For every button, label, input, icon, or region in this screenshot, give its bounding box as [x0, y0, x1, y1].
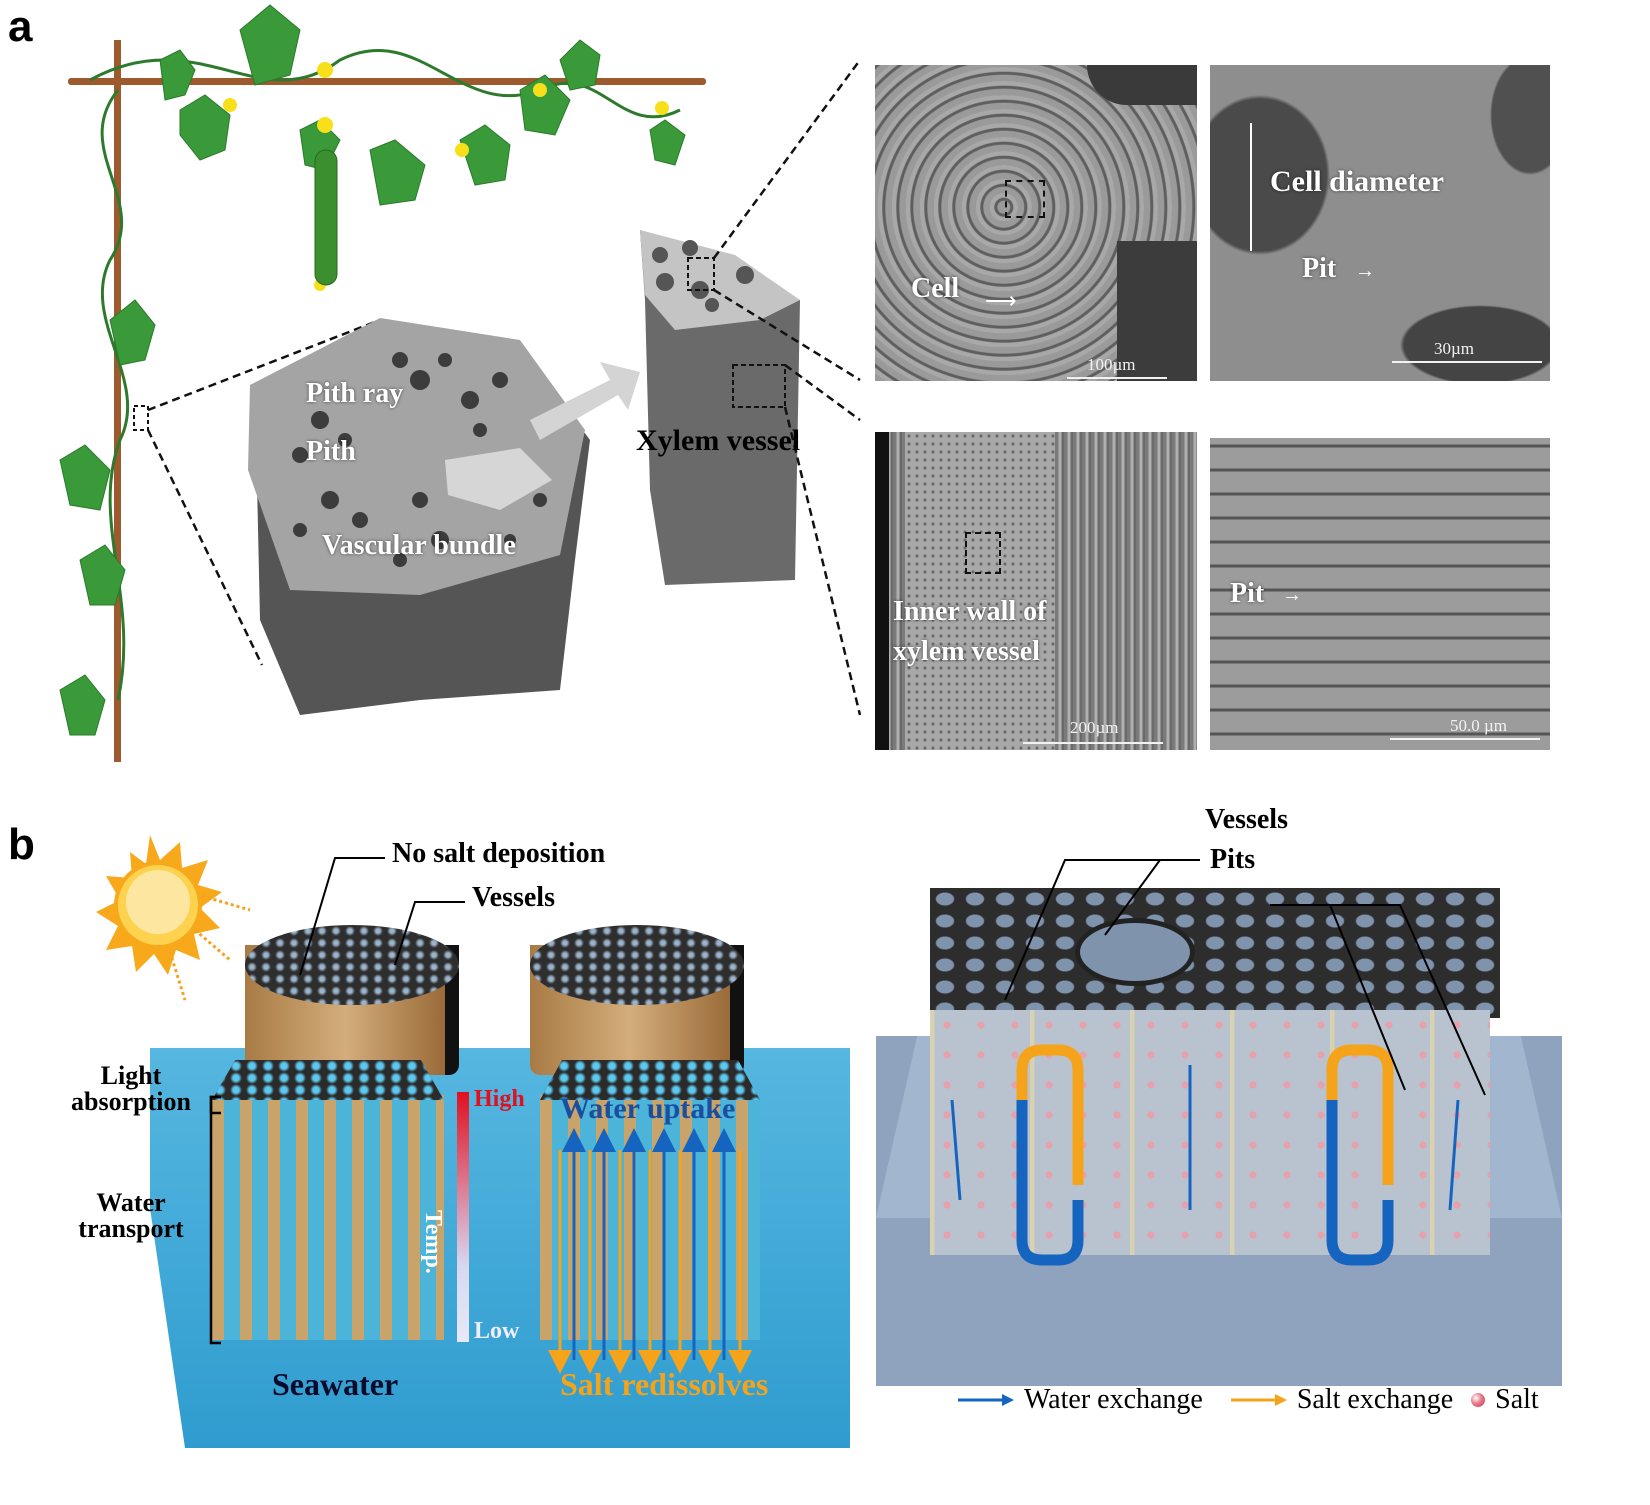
- vessels-label-right: Vessels: [1205, 804, 1288, 835]
- vascular-bundle-label: Vascular bundle: [322, 530, 516, 561]
- sem-image-cells: Cell ⟶ 100µm: [875, 65, 1197, 381]
- water-uptake-label: Water uptake: [560, 1092, 736, 1125]
- pith-label: Pith: [306, 436, 356, 467]
- water-transport-line1: Water: [96, 1188, 166, 1217]
- sem-pit-label-2: Pit: [1230, 578, 1265, 609]
- scale-200um: 200µm: [1070, 718, 1119, 737]
- no-salt-deposition-label: No salt deposition: [392, 838, 606, 869]
- temp-axis-label: Temp.: [420, 1210, 446, 1274]
- leader-lines-left: [299, 857, 465, 976]
- evaporator-left-cap: [212, 1060, 444, 1100]
- temperature-gradient-bar: [457, 1092, 469, 1342]
- legend-salt-exchange: Salt exchange: [1296, 1384, 1454, 1415]
- temp-low-label: Low: [474, 1318, 520, 1344]
- water-exchange-arrow-icon: [958, 1394, 1014, 1406]
- light-absorption-line1: Light: [100, 1061, 162, 1090]
- leader-lines-right: [1004, 859, 1486, 1096]
- panel-a-letter: a: [8, 2, 33, 51]
- seawater-label: Seawater: [272, 1366, 399, 1402]
- panel-b-letter: b: [8, 820, 35, 869]
- sem-pit-label-1: Pit: [1302, 253, 1337, 284]
- xylem-vessel-label: Xylem vessel: [636, 424, 801, 457]
- salt-particle-icon: [1471, 1393, 1486, 1407]
- legend-water-exchange: Water exchange: [1024, 1384, 1203, 1415]
- pith-ray-label: Pith ray: [306, 378, 404, 409]
- sem-image-inner-wall: Inner wall of xylem vessel 200µm: [875, 432, 1197, 750]
- cucumber-vine-illustration: [59, 4, 862, 762]
- salt-redissolves-label: Salt redissolves: [560, 1366, 769, 1402]
- inner-wall-label-line2: xylem vessel: [893, 636, 1040, 667]
- bracket: [209, 1095, 221, 1345]
- scale-30um: 30µm: [1434, 339, 1475, 358]
- vessels-label-left: Vessels: [472, 882, 555, 913]
- evaporator-right-top-face: [530, 925, 744, 1005]
- evaporator-right-cap: [540, 1060, 760, 1100]
- sem-image-pits: Pit → 50.0 µm: [1210, 438, 1550, 750]
- inner-wall-label: Inner wall of xylem vessel: [893, 592, 1047, 672]
- light-absorption-line2: absorption: [71, 1087, 191, 1116]
- exchange-loop-arrows: [950, 1044, 1460, 1266]
- sem-cell-label: Cell: [911, 273, 960, 304]
- light-absorption-label: Light absorption: [56, 1063, 206, 1115]
- sem-image-cell-diameter: Cell diameter Pit → 30µm: [1210, 65, 1550, 381]
- legend-salt: Salt: [1495, 1384, 1539, 1415]
- temp-high-label: High: [474, 1086, 525, 1112]
- sun-icon: [96, 835, 251, 1001]
- water-transport-label: Water transport: [56, 1190, 206, 1242]
- inner-wall-label-line1: Inner wall of: [893, 596, 1047, 627]
- legend: Water exchange Salt exchange Salt: [958, 1384, 1539, 1416]
- cell-diameter-label: Cell diameter: [1270, 165, 1445, 198]
- water-transport-line2: transport: [78, 1214, 184, 1243]
- scale-100um: 100µm: [1087, 355, 1136, 374]
- water-salt-flow-arrows: [548, 1128, 752, 1374]
- scale-50um: 50.0 µm: [1450, 716, 1508, 735]
- pits-label: Pits: [1210, 844, 1256, 875]
- salt-exchange-arrow-icon: [1230, 1394, 1287, 1406]
- evaporator-left-section: [212, 1095, 444, 1340]
- evaporator-left-top-face: [245, 925, 459, 1005]
